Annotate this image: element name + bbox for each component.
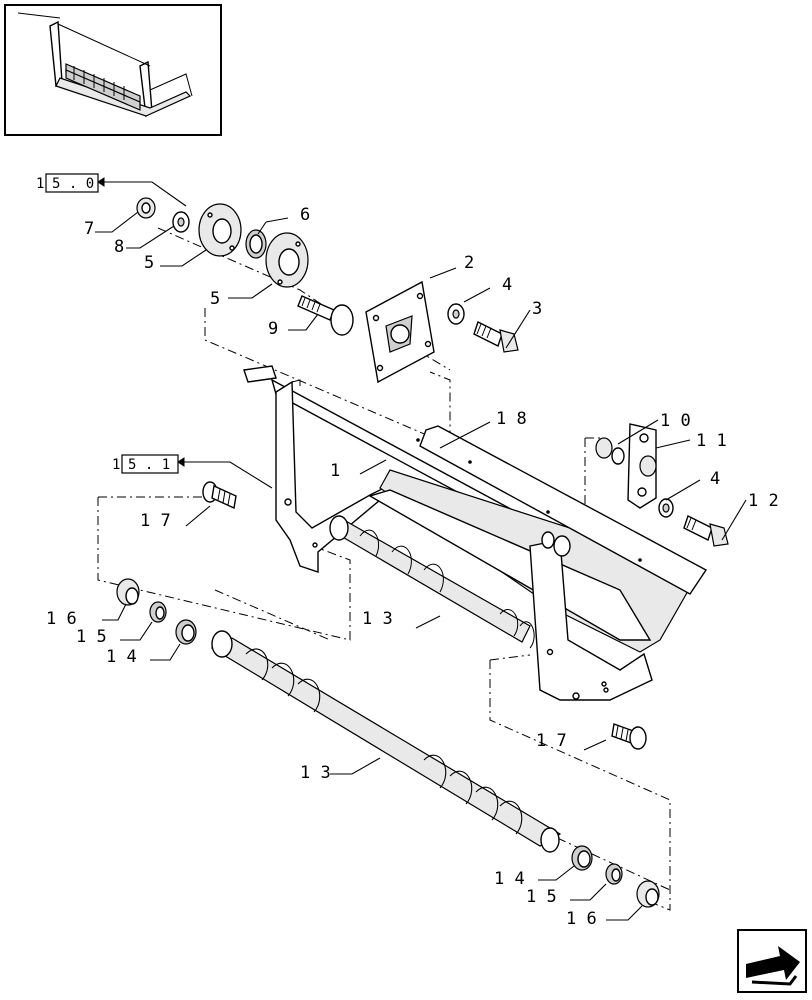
callout-5: 5 — [210, 289, 220, 309]
callout-4: 4 — [502, 275, 512, 295]
screw-part-17-upper[interactable] — [202, 481, 237, 510]
screw-part-17-lower[interactable] — [611, 723, 647, 750]
callout-14: 1 4 — [106, 647, 137, 667]
callout-9: 9 — [268, 319, 278, 339]
callout-13: 1 3 — [300, 763, 331, 783]
callout-16: 1 6 — [566, 909, 597, 929]
callout-17: 1 7 — [140, 511, 171, 531]
callout-11: 1 1 — [696, 431, 727, 451]
leader-lines — [95, 177, 747, 921]
carriage-bolt-part-9[interactable] — [297, 295, 354, 336]
bearing-part-14-left[interactable] — [175, 619, 197, 645]
svg-text:5 . 0: 5 . 0 — [52, 176, 94, 192]
bushing-part-15-right[interactable] — [605, 863, 623, 885]
bushing-part-15-left[interactable] — [149, 601, 167, 623]
callout-2: 2 — [464, 253, 474, 273]
callout-1: 1 — [330, 461, 340, 481]
assembly-thumbnail-icon[interactable] — [4, 4, 222, 136]
callout-12: 1 2 — [748, 491, 779, 511]
svg-text:5 . 1: 5 . 1 — [128, 457, 170, 473]
callout-15: 1 5 — [526, 887, 557, 907]
callout-17: 1 7 — [536, 731, 567, 751]
strip-part-18[interactable] — [416, 425, 708, 595]
callout-8: 8 — [114, 237, 124, 257]
bolt-part-12[interactable] — [683, 515, 729, 547]
auger-part-13-upper[interactable] — [329, 515, 535, 649]
bearing-flange-group — [136, 197, 309, 288]
auger-part-13-lower[interactable] — [210, 630, 562, 853]
callout-3: 3 — [532, 299, 542, 319]
next-page-arrow-icon[interactable] — [737, 929, 807, 993]
bracket-part-11[interactable] — [627, 423, 657, 509]
callout-5: 5 — [144, 253, 154, 273]
callout-16: 1 6 — [46, 609, 77, 629]
callout-10: 1 0 — [660, 411, 691, 431]
callout-labels: 7 8 5 6 5 9 2 4 3 1 8 1 1 0 1 1 4 1 2 1 … — [46, 205, 779, 929]
end-cap-part-16-left[interactable] — [116, 578, 140, 606]
callout-7: 7 — [84, 219, 94, 239]
bushing-part-10[interactable] — [595, 437, 613, 459]
svg-text:1: 1 — [36, 176, 44, 192]
main-frame-part-1[interactable] — [243, 365, 701, 701]
callout-18: 1 8 — [496, 409, 527, 429]
reference-15-0[interactable]: 1 5 . 0 — [36, 173, 99, 193]
bearing-part-14-right[interactable] — [571, 845, 593, 871]
end-cap-part-16-right[interactable] — [636, 880, 660, 908]
reference-15-1[interactable]: 1 5 . 1 — [112, 454, 179, 474]
callout-14: 1 4 — [494, 869, 525, 889]
callout-6: 6 — [300, 205, 310, 225]
callout-13: 1 3 — [362, 609, 393, 629]
bolt-part-3[interactable] — [473, 321, 519, 353]
callout-4: 4 — [710, 469, 720, 489]
bearing-plate-part-2[interactable] — [365, 280, 435, 384]
svg-text:1: 1 — [112, 457, 120, 473]
callout-15: 1 5 — [76, 627, 107, 647]
